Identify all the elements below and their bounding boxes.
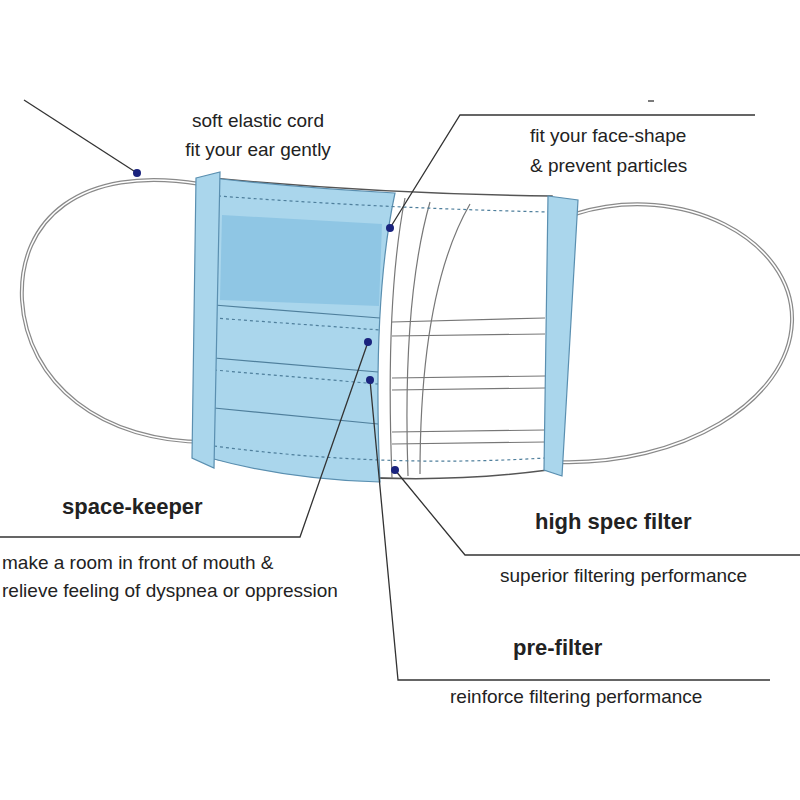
leader-dots [133, 169, 399, 474]
stitch [218, 196, 548, 212]
part-description: relieve feeling of dyspnea or oppression [2, 580, 338, 603]
ear-loop [558, 204, 792, 462]
part-description: reinforce filtering performance [450, 686, 702, 709]
side-strip [544, 196, 578, 476]
cord-note: fit your ear gently [185, 139, 331, 162]
side-strip [192, 172, 220, 468]
cord-note: soft elastic cord [192, 110, 324, 133]
part-name: pre-filter [513, 635, 602, 661]
part-description: make a room in front of mouth & [2, 552, 273, 575]
pleats [214, 305, 380, 424]
outer-layer-panel [220, 215, 382, 306]
ear-loop [22, 180, 212, 442]
part-name: high spec filter [535, 509, 691, 535]
part-name: space-keeper [62, 494, 203, 520]
leader-lines [0, 100, 800, 680]
inner-layers [390, 198, 545, 478]
ear-loop [558, 204, 792, 462]
part-description: superior filtering performance [500, 565, 747, 588]
tick [648, 100, 654, 101]
ear-loop [22, 180, 212, 442]
stitch [214, 446, 545, 461]
fit-note: & prevent particles [530, 155, 687, 178]
fit-note: fit your face-shape [530, 125, 686, 148]
outer-layer [210, 178, 395, 482]
